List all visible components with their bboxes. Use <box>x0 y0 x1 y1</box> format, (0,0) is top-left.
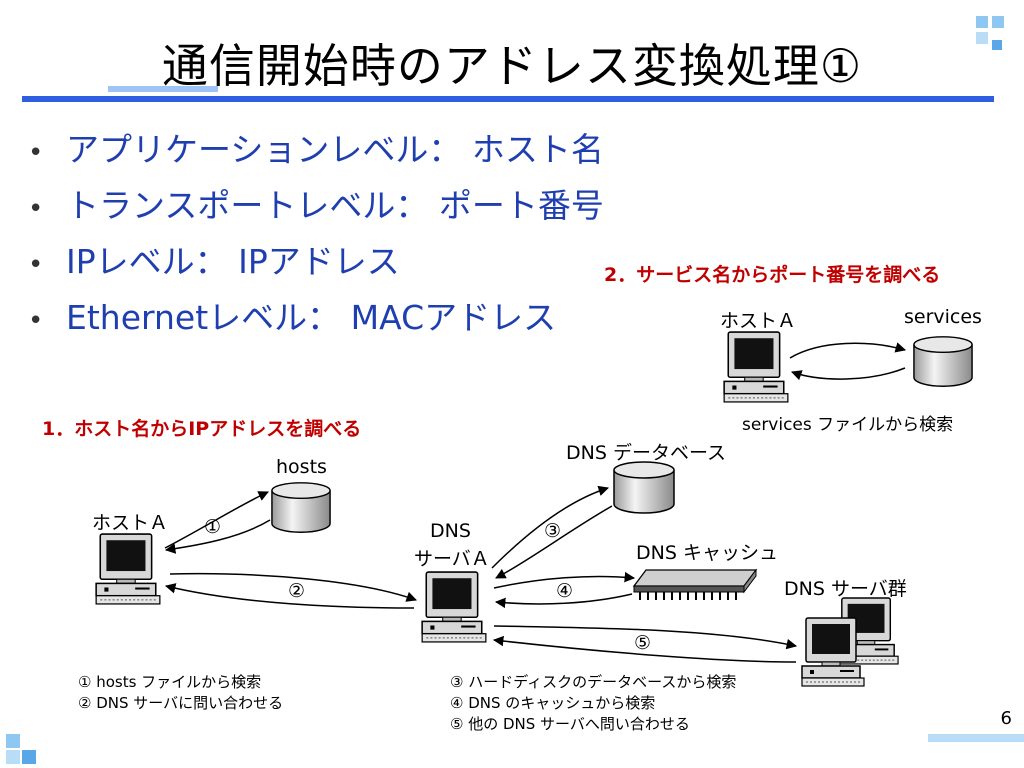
host-a-computer-icon <box>723 331 789 403</box>
bullet-text: IPレベル： IPアドレス <box>66 242 400 281</box>
dns-server-group-label: DNS サーバ群 <box>784 578 907 600</box>
bullet-glyph: • <box>28 138 44 168</box>
services-host-label: ホストＡ <box>720 310 797 332</box>
services-arrow-out <box>789 342 907 359</box>
dns-server-a-computer-icon <box>421 571 487 643</box>
dns-server-label: DNS <box>430 520 471 542</box>
step1-arrow-out <box>164 491 269 549</box>
dns-heading: 1．ホスト名からIPアドレスを調べる <box>42 418 362 440</box>
dns-diagram <box>95 461 899 687</box>
services-heading: 2．サービス名からポート番号を調べる <box>604 264 941 286</box>
bullet-item: • アプリケーションレベル： ホスト名 <box>28 128 604 184</box>
bullet-text: アプリケーションレベル： ホスト名 <box>66 130 604 169</box>
services-caption: services ファイルから検索 <box>742 415 954 435</box>
bullet-glyph: • <box>28 250 44 280</box>
slide-title: 通信開始時のアドレス変換処理① <box>161 39 863 93</box>
note-line: ① hosts ファイルから検索 <box>78 673 262 691</box>
notes-left: ① hosts ファイルから検索 ② DNS サーバに問い合わせる <box>78 672 283 714</box>
step3-arrow-in <box>495 505 613 579</box>
note-line: ④ DNS のキャッシュから検索 <box>450 694 656 712</box>
dns-cache-chip-icon <box>632 568 758 600</box>
dns-database-icon <box>613 461 675 514</box>
bullet-list: • アプリケーションレベル： ホスト名 • トランスポートレベル： ポート番号 • I… <box>28 128 604 352</box>
bullet-item: • Ethernetレベル： MACアドレス <box>28 296 604 352</box>
step-4-marker: ④ <box>556 580 574 602</box>
note-line: ③ ハードディスクのデータベースから検索 <box>450 673 737 691</box>
dns-cache-label: DNS キャッシュ <box>636 542 778 564</box>
services-arrow-in <box>791 367 906 381</box>
dns-database-label: DNS データベース <box>566 442 726 464</box>
services-database-icon <box>913 336 973 387</box>
services-db-label: services <box>904 306 982 328</box>
title-rule-accent <box>108 86 218 92</box>
footer-rule <box>928 734 1024 742</box>
step5-arrow-out <box>493 625 798 650</box>
page-number: 6 <box>1000 708 1012 729</box>
bullet-text: Ethernetレベル： MACアドレス <box>66 298 557 337</box>
step-5-marker: ⑤ <box>634 632 652 654</box>
hosts-label: hosts <box>276 456 327 478</box>
notes-right: ③ ハードディスクのデータベースから検索 ④ DNS のキャッシュから検索 ⑤ … <box>450 672 736 735</box>
step4-arrow-in <box>494 593 633 609</box>
note-line: ② DNS サーバに問い合わせる <box>78 694 284 712</box>
host-a-computer-icon <box>95 533 161 605</box>
step-1-marker: ① <box>204 516 222 538</box>
bullet-item: • トランスポートレベル： ポート番号 <box>28 184 604 240</box>
services-diagram <box>723 331 973 403</box>
step2-arrow-in <box>164 583 415 609</box>
bullet-glyph: • <box>28 194 44 224</box>
step5-arrow-in <box>492 635 797 663</box>
dns-server-label: サーバＡ <box>414 548 490 570</box>
step3-arrow-out <box>491 485 610 569</box>
step2-arrow-out <box>169 572 417 602</box>
dns-server-group-front-icon <box>801 617 865 687</box>
step1-arrow-in <box>164 519 271 554</box>
bullet-text: トランスポートレベル： ポート番号 <box>66 186 604 225</box>
bullet-glyph: • <box>28 306 44 336</box>
host-a-label: ホストＡ <box>92 512 169 534</box>
title-rule <box>22 96 994 102</box>
step-3-marker: ③ <box>544 520 562 542</box>
step-2-marker: ② <box>288 580 306 602</box>
bullet-item: • IPレベル： IPアドレス <box>28 240 604 296</box>
note-line: ⑤ 他の DNS サーバへ問い合わせる <box>450 715 690 733</box>
hosts-database-icon <box>271 482 331 533</box>
step4-arrow-out <box>493 571 636 589</box>
